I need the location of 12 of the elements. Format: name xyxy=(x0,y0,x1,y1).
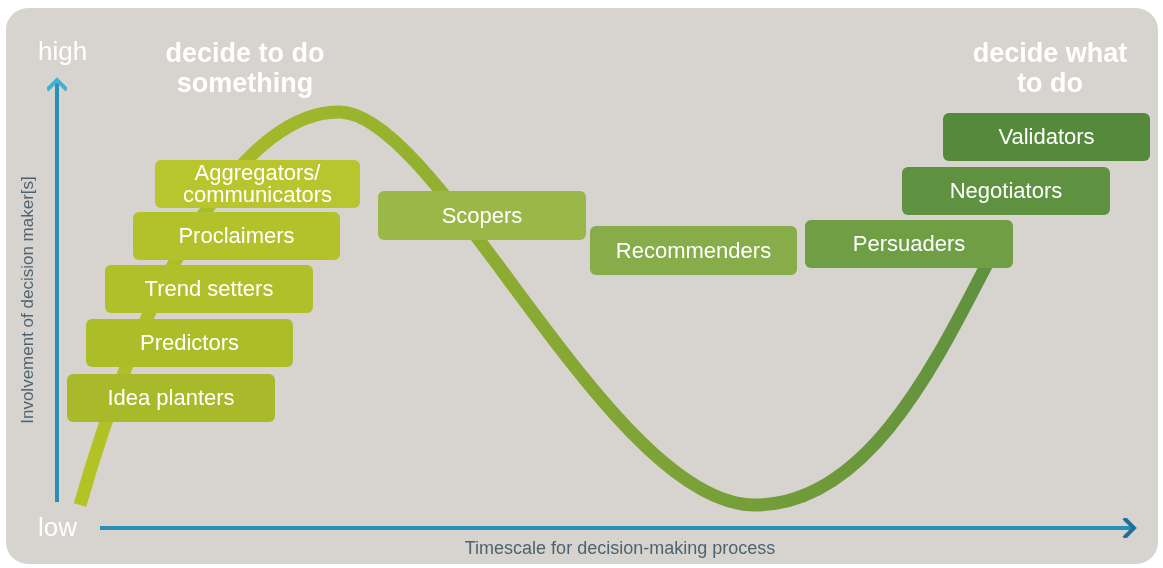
role-box: Scopers xyxy=(378,191,586,240)
axis-title: Involvement of decision maker[s] xyxy=(18,175,38,426)
role-box: Validators xyxy=(943,113,1150,161)
role-box: Proclaimers xyxy=(133,212,340,260)
role-box: Recommenders xyxy=(590,226,797,275)
role-box: Persuaders xyxy=(805,220,1013,268)
role-box: Idea planters xyxy=(67,374,275,422)
role-box: Negotiators xyxy=(902,167,1110,215)
role-box: Aggregators/ communicators xyxy=(155,160,360,208)
role-box: Trend setters xyxy=(105,265,313,313)
role-box: Predictors xyxy=(86,319,293,367)
axis-title: Timescale for decision-making process xyxy=(463,538,777,559)
